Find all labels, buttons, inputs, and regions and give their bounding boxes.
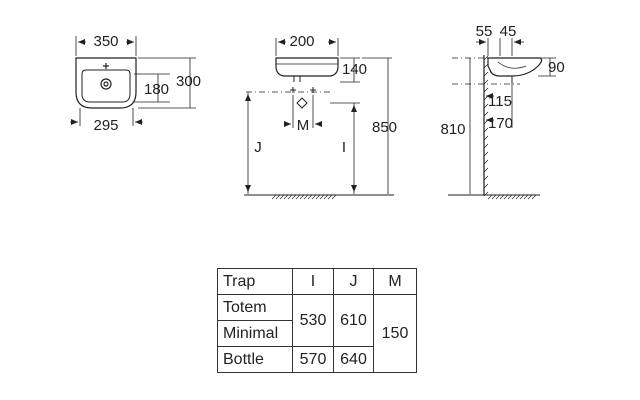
header-j: J bbox=[333, 268, 374, 295]
front-tap-hole-icon bbox=[103, 63, 109, 69]
table-row: Bottle 570 640 bbox=[217, 346, 417, 373]
front-inner-bowl bbox=[81, 69, 131, 103]
dim-top-spacing: M bbox=[297, 117, 310, 134]
dim-top-width: 200 bbox=[289, 33, 314, 50]
floor-hatch-middle bbox=[271, 194, 337, 200]
row-label-bottle: Bottle bbox=[217, 346, 293, 373]
inlet-right-icon bbox=[310, 87, 316, 93]
dim-height-i: I bbox=[342, 139, 346, 156]
side-view bbox=[448, 38, 556, 200]
table-row: Minimal bbox=[217, 320, 417, 347]
row-label-minimal: Minimal bbox=[217, 320, 293, 347]
cell-i-bottle: 570 bbox=[292, 346, 334, 373]
front-basin-outline bbox=[75, 57, 137, 109]
dim-height-j: J bbox=[254, 139, 262, 156]
table-header-row: Trap I J M bbox=[217, 268, 417, 295]
dim-side-offset-b: 45 bbox=[500, 23, 517, 40]
header-trap: Trap bbox=[217, 268, 293, 295]
dim-side-offset-a: 55 bbox=[476, 23, 493, 40]
dim-height-to-rim: 810 bbox=[440, 121, 465, 138]
dim-side-height: 90 bbox=[548, 59, 565, 76]
dim-side-depth-b: 170 bbox=[488, 115, 513, 132]
technical-drawing: 350 300 180 295 bbox=[70, 23, 565, 200]
elevation-basin-outline bbox=[275, 57, 339, 77]
front-view bbox=[70, 36, 196, 126]
cell-i-totem-minimal: 530 bbox=[292, 294, 334, 347]
trap-dimensions-table: Trap I J M Totem 530 610 150 Minimal Bot… bbox=[217, 268, 417, 373]
inlet-left-icon bbox=[290, 87, 296, 93]
waste-outlet-icon bbox=[296, 97, 308, 109]
cell-j-bottle: 640 bbox=[333, 346, 374, 373]
dim-height-to-top: 850 bbox=[372, 119, 397, 136]
dim-front-inner-depth: 180 bbox=[144, 81, 169, 98]
dim-front-height: 300 bbox=[176, 73, 201, 90]
dim-side-depth-a: 115 bbox=[488, 93, 512, 110]
elevation-view bbox=[244, 38, 394, 200]
cell-m-all: 150 bbox=[373, 294, 417, 373]
header-i: I bbox=[292, 268, 334, 295]
row-label-totem: Totem bbox=[217, 294, 293, 321]
dim-front-bottom-width: 295 bbox=[93, 117, 118, 134]
header-m: M bbox=[373, 268, 417, 295]
dim-front-width: 350 bbox=[93, 33, 118, 50]
side-basin-outline bbox=[487, 57, 543, 77]
cell-j-totem-minimal: 610 bbox=[333, 294, 374, 347]
front-drain-icon bbox=[100, 78, 112, 90]
table-row: Totem 530 610 150 bbox=[217, 294, 417, 373]
dim-top-height: 140 bbox=[342, 61, 367, 78]
floor-hatch-right bbox=[487, 194, 537, 200]
